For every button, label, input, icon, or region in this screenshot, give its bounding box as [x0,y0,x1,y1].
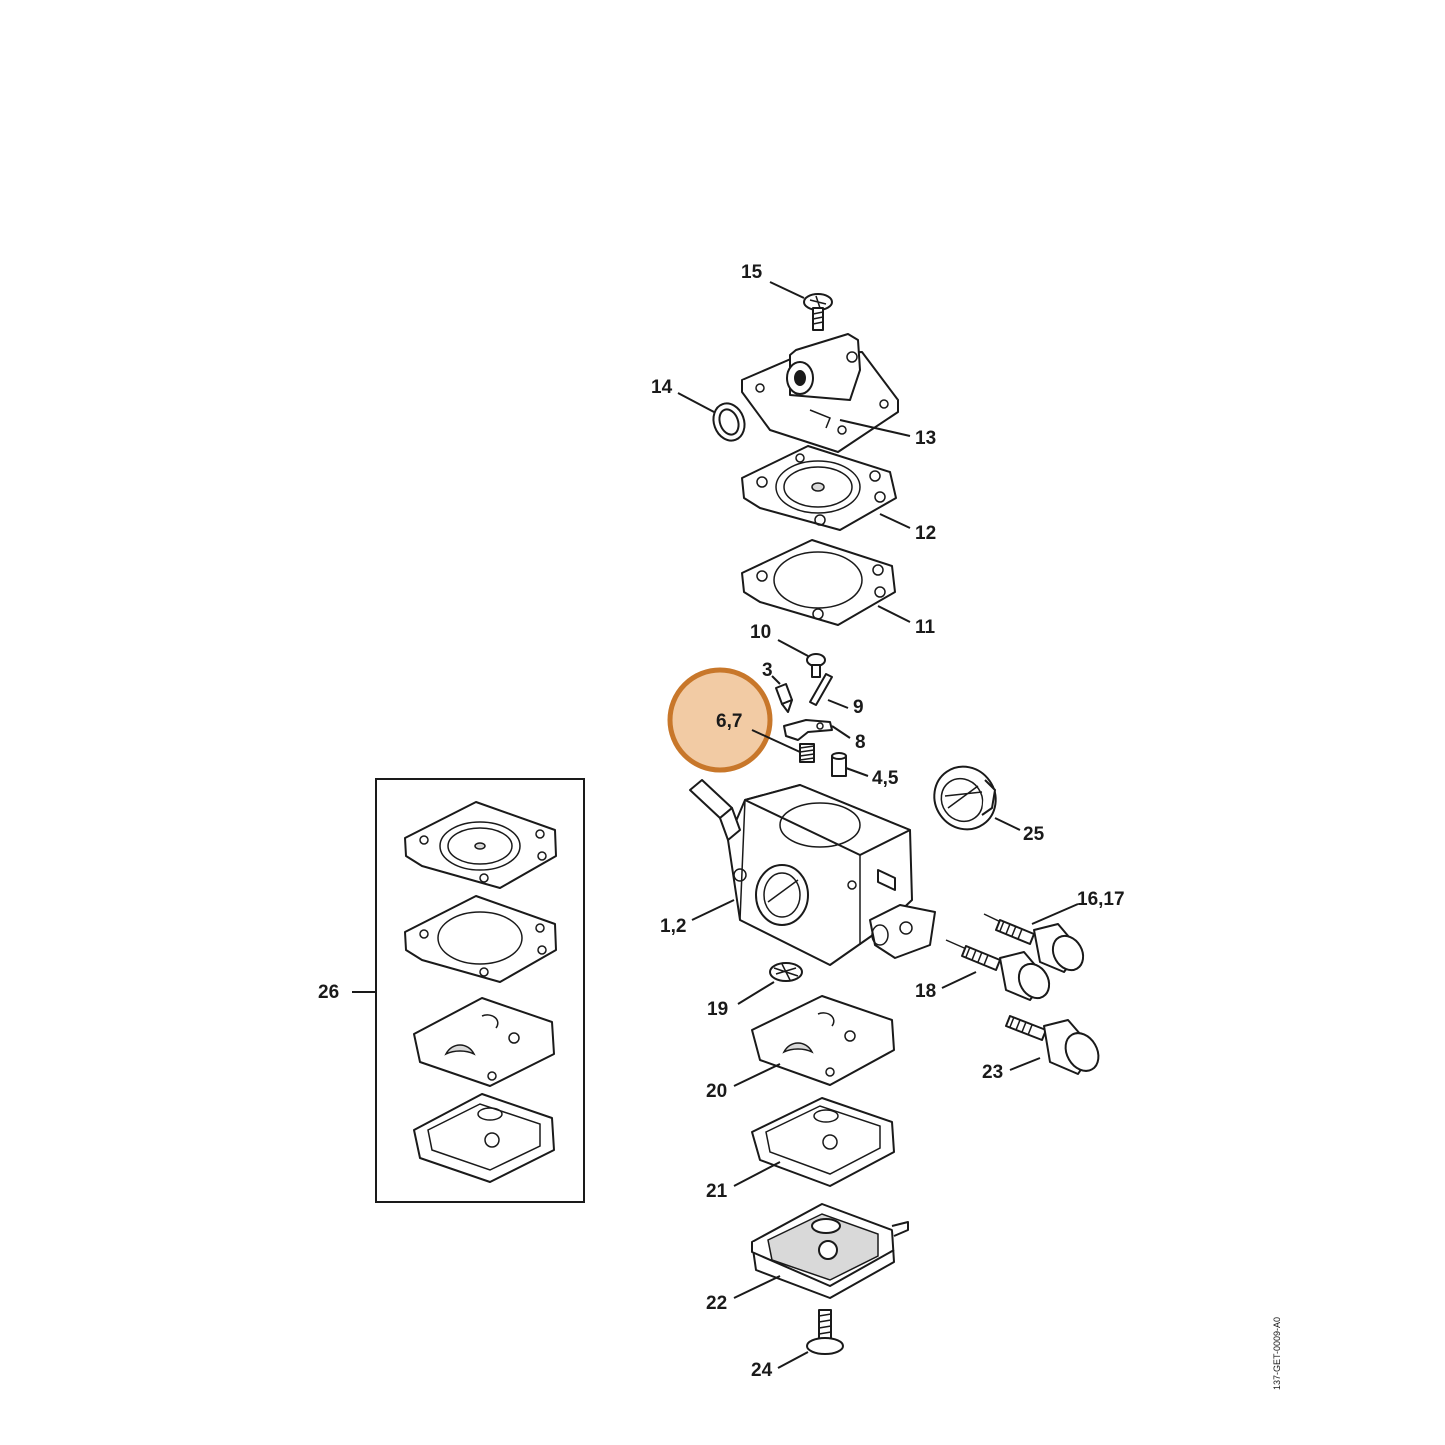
label-12: 12 [915,523,936,544]
label-15: 15 [741,262,763,283]
part-18-adjusting-screw[interactable] [945,939,1055,1004]
label-13: 13 [915,428,936,449]
part-19-strainer[interactable] [769,962,803,982]
label-26: 26 [318,982,339,1003]
part-12-pump-diaphragm[interactable] [741,445,897,531]
part-9-pin[interactable] [809,673,833,706]
part-3-inlet-needle[interactable] [775,683,793,713]
part-21-gasket[interactable] [751,1097,895,1187]
label-21: 21 [706,1181,728,1202]
label-6-7: 6,7 [716,711,742,732]
label-16-17: 16,17 [1077,889,1125,910]
part-8-control-lever[interactable] [783,719,833,741]
label-19: 19 [707,999,728,1020]
label-14: 14 [651,377,673,398]
label-22: 22 [706,1293,727,1314]
part-labels: 15 14 13 12 11 10 3 9 6,7 8 4,5 25 16,17… [318,262,1125,1381]
label-20: 20 [706,1081,727,1102]
part-10-screw[interactable] [806,653,826,678]
label-8: 8 [855,732,866,753]
part-13-pump-cover[interactable] [741,333,899,453]
label-9: 9 [853,697,864,718]
part-22-end-cover[interactable] [751,1203,909,1299]
leader-lines [352,281,1079,1369]
label-23: 23 [982,1062,1003,1083]
drawing-code: 137-GET-0009-A0 [1272,1317,1282,1390]
part-26-gasket-set[interactable] [375,778,585,1203]
part-25-plug[interactable] [922,755,1008,842]
part-6-7-spring[interactable] [799,743,815,763]
part-11-gasket[interactable] [741,539,896,626]
part-16-17-adjusting-screw[interactable] [983,913,1089,976]
label-11: 11 [915,617,936,638]
highlight-circle [667,667,773,773]
part-1-2-carburetor-body[interactable] [689,779,936,966]
part-4-5-sleeve[interactable] [831,752,847,777]
part-20-metering-diaphragm[interactable] [751,995,895,1086]
label-24: 24 [751,1360,773,1381]
label-1-2: 1,2 [660,916,686,937]
part-24-screw[interactable] [806,1309,844,1355]
label-10: 10 [750,622,771,643]
label-25: 25 [1023,824,1045,845]
part-14-o-ring[interactable] [708,399,749,445]
part-15-screw[interactable] [803,293,833,331]
part-23-adjusting-screw[interactable] [1005,1015,1105,1077]
label-4-5: 4,5 [872,768,899,789]
label-18: 18 [915,981,936,1002]
label-3: 3 [762,660,773,681]
